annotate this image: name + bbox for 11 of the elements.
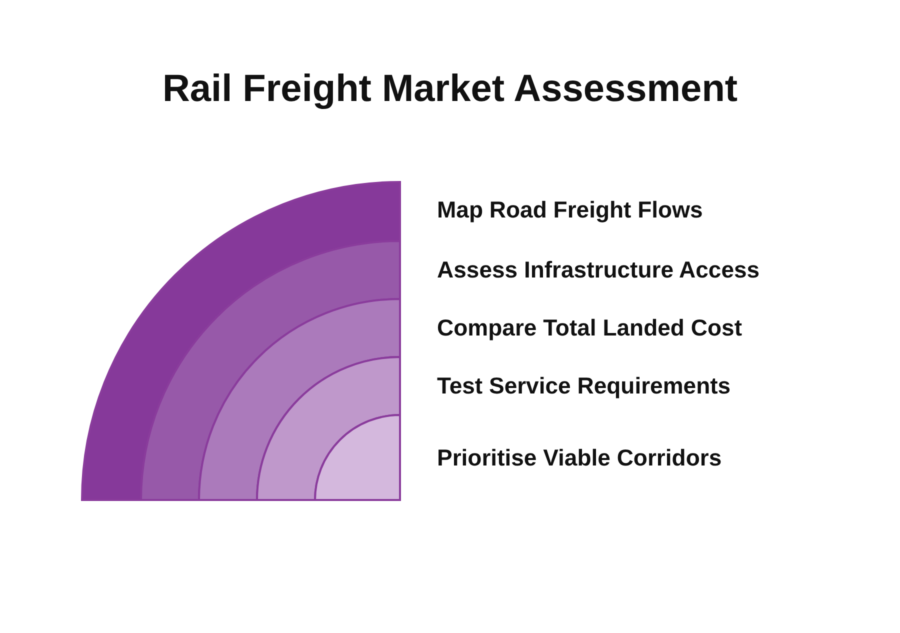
quarter-ring-band xyxy=(140,240,401,501)
step-label: Test Service Requirements xyxy=(437,372,731,400)
quarter-ring-band xyxy=(256,356,401,501)
quarter-ring-band xyxy=(81,181,401,501)
step-label: Prioritise Viable Corridors xyxy=(437,444,722,471)
quarter-ring-band xyxy=(314,414,401,501)
quarter-ring-band xyxy=(198,298,401,501)
step-label: Compare Total Landed Cost xyxy=(437,314,742,342)
step-label: Map Road Freight Flows xyxy=(437,196,703,223)
title: Rail Freight Market Assessment xyxy=(161,68,739,111)
step-label: Assess Infrastructure Access xyxy=(437,256,760,284)
